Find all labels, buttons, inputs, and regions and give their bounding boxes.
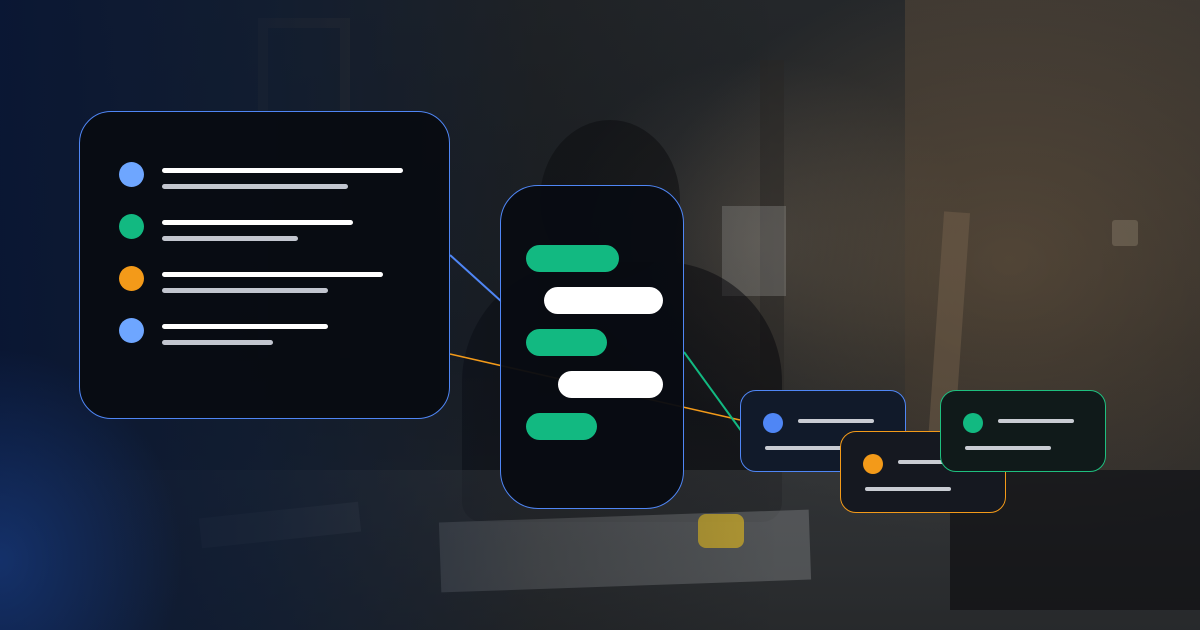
list-row <box>119 214 419 254</box>
chat-card <box>500 185 684 509</box>
list-row <box>119 162 419 202</box>
mini-card-subtitle-line <box>865 487 951 491</box>
mini-card-subtitle-line <box>765 446 851 450</box>
status-dot <box>119 266 144 291</box>
mini-card-dot <box>963 413 983 433</box>
status-dot <box>119 214 144 239</box>
list-title-line <box>162 220 353 225</box>
mini-card-dot <box>763 413 783 433</box>
list-title-line <box>162 168 403 173</box>
list-subtitle-line <box>162 236 298 241</box>
mini-card-subtitle-line <box>965 446 1051 450</box>
chat-pill <box>526 413 597 440</box>
mini-card-title-line <box>998 419 1074 423</box>
mini-card-title-line <box>798 419 874 423</box>
list-subtitle-line <box>162 340 273 345</box>
mini-card-title-line <box>898 460 974 464</box>
chat-pill <box>558 371 663 398</box>
status-dot <box>119 318 144 343</box>
list-title-line <box>162 324 328 329</box>
connector-list-to-pill <box>449 254 503 303</box>
list-subtitle-line <box>162 288 328 293</box>
list-subtitle-line <box>162 184 348 189</box>
status-dot <box>119 162 144 187</box>
list-card <box>79 111 450 419</box>
list-title-line <box>162 272 383 277</box>
list-row <box>119 266 419 306</box>
chat-pill <box>544 287 663 314</box>
mini-card-orange <box>840 431 1006 513</box>
mini-card-green <box>940 390 1106 472</box>
mini-card-dot <box>863 454 883 474</box>
chat-pill <box>526 245 619 272</box>
list-row <box>119 318 419 358</box>
connector-pill-to-mini <box>683 351 743 433</box>
chat-pill <box>526 329 607 356</box>
